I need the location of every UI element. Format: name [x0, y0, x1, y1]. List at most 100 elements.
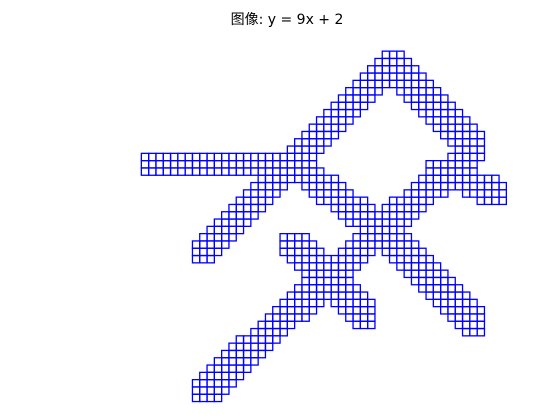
- data-point-448: [352, 232, 361, 242]
- data-point-639: [483, 196, 493, 206]
- data-point-380: [388, 254, 398, 264]
- data-point-420: [454, 291, 464, 300]
- data-point-554: [206, 378, 216, 388]
- data-point-397: [425, 254, 434, 264]
- data-point-241: [315, 181, 325, 191]
- data-point-567: [191, 386, 201, 395]
- data-point-624: [469, 181, 478, 191]
- chart-title: 图像: y = 9x + 2: [231, 12, 344, 28]
- data-point-550: [213, 357, 223, 366]
- data-point-137: [454, 145, 464, 155]
- data-point-573: [286, 240, 296, 249]
- data-point-189: [410, 211, 420, 220]
- data-point-284: [250, 211, 259, 220]
- data-point-291: [220, 218, 230, 228]
- data-point-49: [345, 87, 354, 96]
- data-point-455: [359, 254, 369, 264]
- data-point-35: [330, 108, 340, 118]
- data-point-530: [235, 349, 245, 359]
- data-point-537: [228, 349, 237, 359]
- data-point-190: [388, 211, 398, 220]
- data-point-92: [418, 87, 427, 96]
- data-point-471: [337, 276, 347, 286]
- data-point-642: [498, 189, 507, 198]
- data-point-603: [352, 291, 361, 300]
- data-point-587: [293, 262, 303, 271]
- data-point-606: [345, 305, 354, 315]
- data-point-410: [425, 291, 434, 300]
- data-point-102: [418, 101, 427, 111]
- data-point-524: [264, 342, 274, 352]
- data-point-247: [308, 174, 318, 184]
- data-point-355: [169, 159, 179, 169]
- data-point-539: [228, 364, 237, 373]
- data-point-150: [447, 167, 456, 176]
- data-point-213: [359, 211, 369, 220]
- data-point-602: [352, 298, 361, 308]
- data-point-506: [272, 313, 281, 322]
- data-point-442: [476, 327, 486, 337]
- data-point-153: [454, 167, 464, 176]
- data-point-69: [374, 57, 383, 67]
- data-point-318: [257, 167, 267, 176]
- data-point-465: [345, 269, 354, 279]
- data-point-564: [206, 393, 216, 403]
- data-point-324: [242, 167, 252, 176]
- data-point-551: [213, 378, 223, 388]
- data-point-96: [410, 94, 420, 103]
- data-point-199: [381, 225, 391, 235]
- data-point-56: [366, 94, 376, 103]
- data-point-393: [410, 269, 420, 279]
- data-point-337: [213, 159, 223, 169]
- data-point-403: [432, 262, 442, 271]
- data-point-265: [257, 189, 267, 198]
- data-point-242: [315, 174, 325, 184]
- data-point-526: [242, 342, 252, 352]
- data-point-252: [315, 167, 325, 176]
- data-point-58: [366, 79, 376, 89]
- data-point-93: [418, 79, 427, 89]
- data-point-629: [476, 189, 486, 198]
- data-point-164: [439, 181, 449, 191]
- data-point-161: [432, 167, 442, 176]
- data-point-54: [352, 79, 361, 89]
- data-point-555: [206, 371, 216, 381]
- data-point-498: [286, 291, 296, 300]
- data-point-345: [191, 167, 201, 176]
- data-point-25: [315, 123, 325, 133]
- data-point-396: [425, 262, 434, 271]
- data-point-144: [469, 152, 478, 162]
- data-point-534: [242, 357, 252, 366]
- data-point-340: [206, 159, 216, 169]
- data-point-0: [279, 167, 288, 176]
- data-point-321: [250, 167, 259, 176]
- data-point-522: [250, 327, 259, 337]
- data-point-273: [257, 196, 267, 206]
- data-point-177: [410, 181, 420, 191]
- data-point-371: [388, 240, 398, 249]
- data-point-109: [432, 108, 442, 118]
- data-point-360: [155, 167, 164, 176]
- data-point-72: [388, 65, 398, 74]
- data-point-51: [359, 101, 369, 111]
- data-point-329: [235, 152, 245, 162]
- data-point-197: [381, 211, 391, 220]
- data-point-86: [410, 79, 420, 89]
- data-point-33: [330, 116, 340, 125]
- data-point-381: [396, 254, 405, 264]
- data-point-575: [293, 247, 303, 257]
- data-point-370: [381, 240, 391, 249]
- data-point-9: [286, 145, 296, 155]
- data-point-260: [264, 181, 274, 191]
- data-point-296: [213, 225, 223, 235]
- data-point-323: [250, 152, 259, 162]
- data-point-451: [345, 254, 354, 264]
- data-point-280: [235, 211, 245, 220]
- data-point-187: [396, 196, 405, 206]
- data-point-427: [461, 291, 471, 300]
- data-point-386: [396, 262, 405, 271]
- data-point-113: [425, 116, 434, 125]
- data-point-623: [461, 174, 471, 184]
- data-point-120: [439, 123, 449, 133]
- data-point-125: [439, 130, 449, 140]
